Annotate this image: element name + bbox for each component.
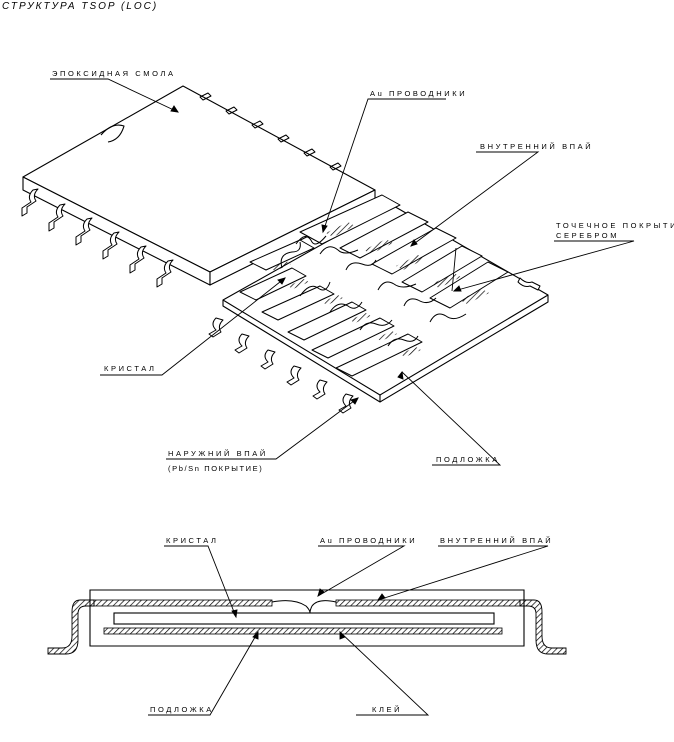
cross-section-drawing <box>47 589 567 655</box>
section-au-wires <box>271 600 337 614</box>
section-chip <box>113 612 495 625</box>
leader-lines-section <box>148 545 549 716</box>
silver-plating-pads <box>270 222 489 357</box>
pin1-notch <box>100 124 125 143</box>
label-inner-lead: ВНУТРЕННИЙ ВПАЙ <box>480 142 594 151</box>
section-label-glue: КЛЕЙ <box>372 705 403 714</box>
label-silver-plating-2: СЕРЕБРОМ <box>556 231 620 240</box>
outer-leads-back <box>199 92 342 171</box>
section-label-inner-lead: ВНУТРЕННИЙ ВПАЙ <box>440 536 554 545</box>
section-label-substrate: ПОДЛОЖКА <box>150 705 214 714</box>
diagram-title: СТРУКТУРА TSOP (LOC) <box>2 1 159 12</box>
inner-leads <box>239 194 509 377</box>
section-inner-lead-right <box>335 599 521 607</box>
label-silver-plating-1: ТОЧЕЧНОЕ ПОКРЫТИЕ <box>556 221 674 230</box>
section-inner-lead-left <box>93 599 273 607</box>
outer-leads-front <box>208 277 541 414</box>
section-outer-lead-left <box>47 599 95 655</box>
label-au-wires: Au ПРОВОДНИКИ <box>370 89 468 98</box>
label-chip: КРИСТАЛ <box>104 364 157 373</box>
label-outer-lead-1: НАРУЖНИЙ ВПАЙ <box>168 449 268 458</box>
section-label-chip: КРИСТАЛ <box>166 536 219 545</box>
label-substrate: ПОДЛОЖКА <box>436 455 500 464</box>
section-substrate <box>103 627 503 635</box>
section-label-au-wires: Au ПРОВОДНИКИ <box>320 536 418 545</box>
label-epoxy: ЭПОКСИДНАЯ СМОЛА <box>52 69 176 78</box>
leader-lines-iso <box>50 78 635 466</box>
au-bonding-wires <box>280 235 467 347</box>
outer-leads-left <box>21 188 174 288</box>
label-outer-lead-2: (Pb/Sn ПОКРЫТИЕ) <box>168 464 264 473</box>
section-outer-lead-right <box>519 599 567 655</box>
